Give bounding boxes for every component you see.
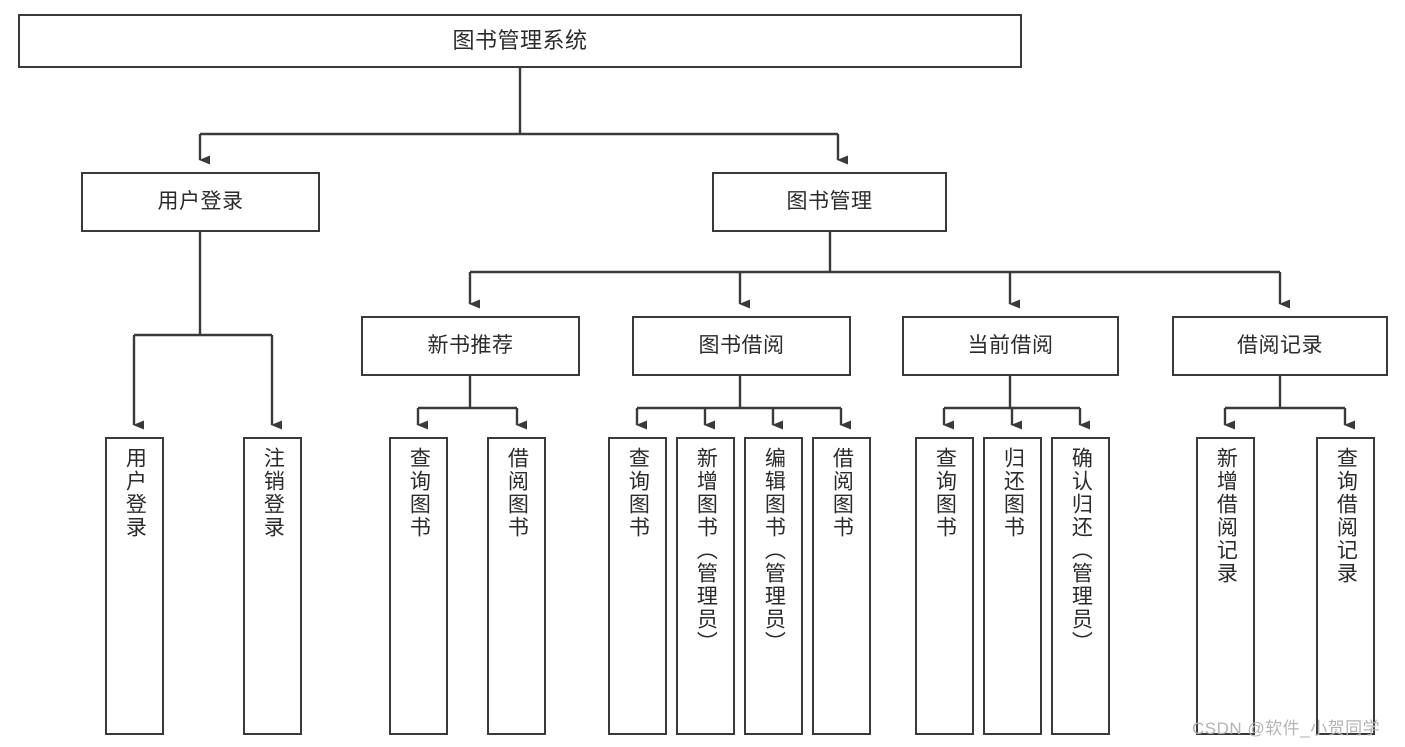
leaf-borrow-query-book[interactable]: 查询图书 — [608, 437, 667, 735]
leaf-recommend-query-book-label: 查询图书 — [407, 447, 431, 539]
leaf-current-confirm-return[interactable]: 确认归还（管理员） — [1051, 437, 1110, 735]
node-root-label: 图书管理系统 — [452, 27, 588, 53]
leaf-current-confirm-return-label: 确认归还（管理员） — [1069, 447, 1093, 654]
leaf-borrow-lend-book[interactable]: 借阅图书 — [812, 437, 871, 735]
leaf-record-search[interactable]: 查询借阅记录 — [1316, 437, 1375, 735]
leaf-recommend-borrow-book[interactable]: 借阅图书 — [487, 437, 546, 735]
leaf-current-return-book-label: 归还图书 — [1001, 447, 1025, 539]
leaf-record-search-label: 查询借阅记录 — [1334, 447, 1358, 585]
leaf-recommend-borrow-book-label: 借阅图书 — [505, 447, 529, 539]
node-new-book-recommend[interactable]: 新书推荐 — [361, 316, 580, 376]
leaf-record-add-label: 新增借阅记录 — [1214, 447, 1238, 585]
leaf-user-login-label: 用户登录 — [123, 447, 147, 539]
leaf-recommend-query-book[interactable]: 查询图书 — [389, 437, 448, 735]
csdn-watermark: CSDN @软件_小贺同学 — [1192, 719, 1381, 738]
node-current-borrow[interactable]: 当前借阅 — [902, 316, 1119, 376]
node-borrow-record[interactable]: 借阅记录 — [1172, 316, 1388, 376]
leaf-current-query-book-label: 查询图书 — [933, 447, 957, 539]
node-book-borrow-label: 图书借阅 — [698, 334, 785, 358]
leaf-user-logout[interactable]: 注销登录 — [243, 437, 302, 735]
node-user-login[interactable]: 用户登录 — [81, 172, 320, 232]
node-current-borrow-label: 当前借阅 — [967, 334, 1054, 358]
node-book-manage[interactable]: 图书管理 — [712, 172, 947, 232]
node-book-manage-label: 图书管理 — [786, 190, 873, 214]
leaf-current-return-book[interactable]: 归还图书 — [983, 437, 1042, 735]
leaf-user-login[interactable]: 用户登录 — [105, 437, 164, 735]
leaf-borrow-edit-book[interactable]: 编辑图书（管理员） — [744, 437, 803, 735]
leaf-borrow-add-book[interactable]: 新增图书（管理员） — [676, 437, 735, 735]
node-borrow-record-label: 借阅记录 — [1237, 334, 1323, 358]
node-book-borrow[interactable]: 图书借阅 — [632, 316, 851, 376]
leaf-current-query-book[interactable]: 查询图书 — [915, 437, 974, 735]
leaf-borrow-query-book-label: 查询图书 — [626, 447, 650, 539]
leaf-borrow-add-book-label: 新增图书（管理员） — [694, 447, 718, 654]
leaf-user-logout-label: 注销登录 — [261, 447, 285, 539]
node-root[interactable]: 图书管理系统 — [18, 14, 1022, 68]
leaf-borrow-lend-book-label: 借阅图书 — [830, 447, 854, 539]
node-new-book-recommend-label: 新书推荐 — [427, 334, 514, 358]
leaf-record-add[interactable]: 新增借阅记录 — [1196, 437, 1255, 735]
leaf-borrow-edit-book-label: 编辑图书（管理员） — [762, 447, 786, 654]
node-user-login-label: 用户登录 — [157, 190, 244, 214]
